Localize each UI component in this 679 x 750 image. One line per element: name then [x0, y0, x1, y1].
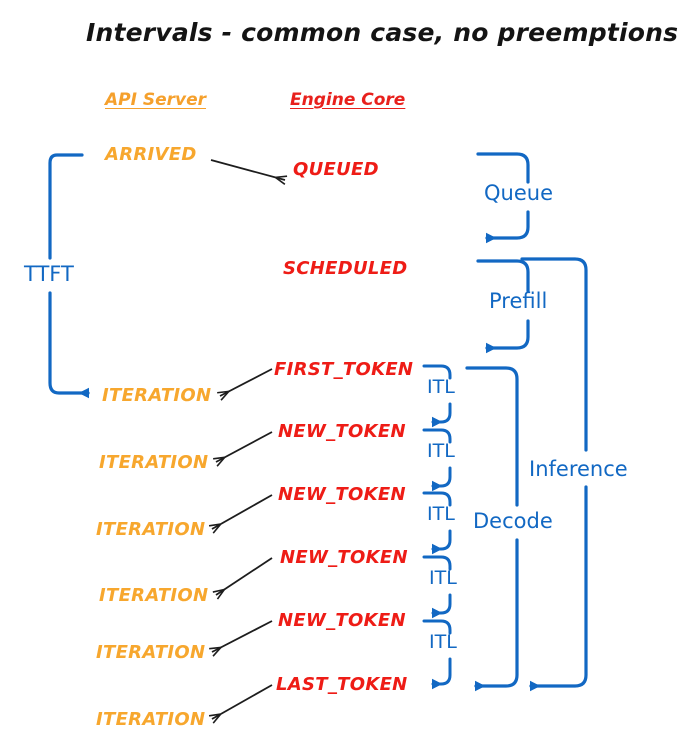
state-iteration: ITERATION	[96, 519, 206, 540]
state-iteration: ITERATION	[102, 385, 212, 406]
state-first-token: FIRST_TOKEN	[274, 359, 414, 380]
interval-label-inference: Inference	[529, 457, 628, 481]
state-new-token: NEW_TOKEN	[278, 484, 406, 505]
bracket-decode	[465, 366, 519, 692]
arrow-token-to-iteration	[212, 684, 273, 719]
arrow-token-to-iteration	[212, 620, 273, 652]
state-new-token: NEW_TOKEN	[280, 547, 408, 568]
page-title: Intervals - common case, no preemptions	[86, 18, 679, 47]
arrow-token-to-iteration	[212, 494, 273, 529]
bracket-inference	[520, 257, 588, 692]
interval-label-itl: ITL	[429, 631, 457, 653]
arrow-arrived-to-queued	[210, 159, 285, 180]
state-arrived: ARRIVED	[105, 144, 197, 165]
state-iteration: ITERATION	[99, 452, 209, 473]
arrow-token-to-iteration	[216, 557, 273, 595]
bracket-prefill	[476, 259, 530, 354]
state-scheduled: SCHEDULED	[283, 258, 408, 279]
interval-label-decode: Decode	[473, 509, 553, 533]
interval-label-itl: ITL	[427, 376, 455, 398]
state-iteration: ITERATION	[99, 585, 209, 606]
state-iteration: ITERATION	[96, 642, 206, 663]
state-queued: QUEUED	[293, 159, 379, 180]
bracket-itl	[422, 619, 452, 690]
interval-label-itl: ITL	[429, 567, 457, 589]
arrow-token-to-iteration	[216, 431, 273, 462]
state-last-token: LAST_TOKEN	[276, 674, 408, 695]
interval-label-ttft: TTFT	[24, 262, 74, 286]
interval-label-prefill: Prefill	[489, 289, 548, 313]
arrow-token-to-iteration	[220, 368, 273, 396]
bracket-itl-group	[422, 364, 452, 690]
bracket-itl	[422, 428, 452, 492]
bracket-itl	[422, 364, 452, 428]
interval-label-queue: Queue	[484, 181, 553, 205]
bracket-queue	[476, 152, 530, 244]
interval-label-itl: ITL	[427, 503, 455, 525]
bracket-ttft	[48, 153, 90, 399]
interval-label-itl: ITL	[427, 440, 455, 462]
state-new-token: NEW_TOKEN	[278, 610, 406, 631]
state-new-token: NEW_TOKEN	[278, 421, 406, 442]
column-header-engine-core: Engine Core	[290, 90, 406, 110]
state-iteration: ITERATION	[96, 709, 206, 730]
bracket-itl	[422, 555, 452, 619]
arrow-token-to-iteration-group	[212, 368, 273, 719]
column-header-api-server: API Server	[105, 90, 207, 110]
bracket-itl	[422, 491, 452, 555]
